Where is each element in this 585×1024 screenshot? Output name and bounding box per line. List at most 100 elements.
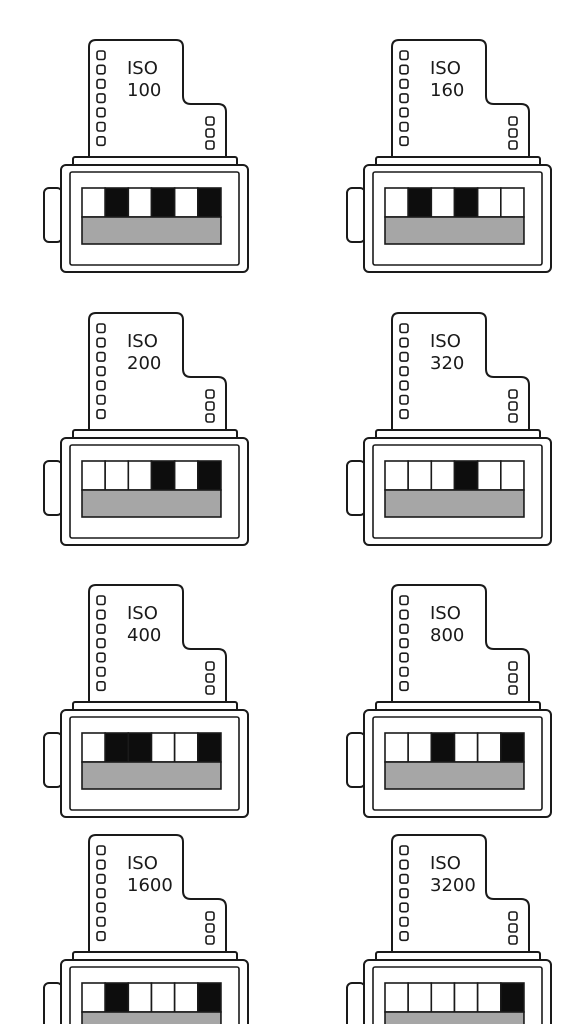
sprocket-hole <box>399 623 409 634</box>
sprocket-hole <box>96 337 106 348</box>
dx-contact-cell <box>430 460 456 491</box>
dx-contact-cell <box>453 460 479 491</box>
sprocket-hole <box>399 323 409 334</box>
dx-contact-cell <box>127 982 153 1013</box>
dx-contact-cell <box>384 732 409 763</box>
sprocket-hole <box>508 128 518 138</box>
sprocket-hole <box>399 638 409 649</box>
sprocket-hole <box>205 389 215 399</box>
canister-inner <box>372 444 543 539</box>
dx-ground-strip <box>81 761 222 790</box>
iso-label: ISO <box>430 331 461 352</box>
spool-knob <box>43 187 63 243</box>
dx-contact-cell <box>173 982 199 1013</box>
sprocket-hole <box>205 673 215 683</box>
dx-ground-strip <box>81 216 222 245</box>
sprocket-hole <box>205 935 215 945</box>
dx-contact-cell <box>197 982 222 1013</box>
dx-contact-cell <box>81 732 106 763</box>
dx-contact-cell <box>104 732 130 763</box>
sprocket-hole <box>96 78 106 89</box>
canister-inner <box>69 716 240 811</box>
sprocket-hole <box>205 116 215 126</box>
sprocket-hole <box>96 873 106 884</box>
film-leader <box>88 39 227 161</box>
canister-inner <box>69 444 240 539</box>
sprocket-hole <box>399 64 409 75</box>
dx-contact-cell <box>127 732 153 763</box>
dx-contact-cell <box>173 460 199 491</box>
dx-ground-strip <box>81 1011 222 1024</box>
spool-knob <box>43 460 63 516</box>
sprocket-hole <box>508 401 518 411</box>
iso-value: 400 <box>127 625 161 646</box>
sprocket-hole <box>399 107 409 118</box>
sprocket-hole <box>96 121 106 132</box>
dx-contact-cell <box>197 460 222 491</box>
iso-label: ISO <box>430 853 461 874</box>
sprocket-hole <box>399 136 409 147</box>
sprocket-hole <box>96 64 106 75</box>
film-leader <box>391 584 530 706</box>
sprocket-hole <box>96 859 106 870</box>
dx-contact-cell <box>173 732 199 763</box>
film-leader <box>88 584 227 706</box>
sprocket-hole <box>508 389 518 399</box>
sprocket-hole <box>399 652 409 663</box>
film-leader <box>88 834 227 956</box>
sprocket-hole <box>96 380 106 391</box>
iso-label: ISO <box>127 853 158 874</box>
dx-contact-cell <box>407 982 433 1013</box>
dx-contact-cell <box>407 732 433 763</box>
sprocket-hole <box>399 902 409 913</box>
sprocket-hole <box>96 638 106 649</box>
spool-knob <box>346 460 366 516</box>
dx-contact-cell <box>104 460 130 491</box>
canister-inner <box>372 966 543 1024</box>
dx-contact-cell <box>81 460 106 491</box>
canister-inner <box>372 716 543 811</box>
sprocket-hole <box>96 107 106 118</box>
iso-label: ISO <box>127 331 158 352</box>
spool-knob <box>346 187 366 243</box>
sprocket-hole <box>399 394 409 405</box>
sprocket-hole <box>399 595 409 606</box>
iso-value: 800 <box>430 625 464 646</box>
sprocket-hole <box>399 873 409 884</box>
dx-contact-cell <box>476 460 502 491</box>
sprocket-hole <box>205 140 215 150</box>
dx-contact-cell <box>384 187 409 218</box>
dx-contact-cell <box>127 187 153 218</box>
dx-contact-cell <box>476 732 502 763</box>
film-leader <box>88 312 227 434</box>
dx-contact-cell <box>476 982 502 1013</box>
sprocket-hole <box>205 911 215 921</box>
sprocket-hole <box>96 652 106 663</box>
sprocket-hole <box>508 911 518 921</box>
sprocket-hole <box>205 685 215 695</box>
sprocket-hole <box>96 916 106 927</box>
dx-contact-cell <box>476 187 502 218</box>
iso-value: 200 <box>127 353 161 374</box>
dx-contact-cell <box>430 187 456 218</box>
dx-contact-cell <box>407 460 433 491</box>
sprocket-hole <box>399 78 409 89</box>
canister-inner <box>69 966 240 1024</box>
sprocket-hole <box>508 923 518 933</box>
sprocket-hole <box>205 661 215 671</box>
sprocket-hole <box>508 661 518 671</box>
sprocket-hole <box>96 394 106 405</box>
dx-contact-cell <box>150 732 176 763</box>
dx-contact-cell <box>127 460 153 491</box>
dx-contact-cell <box>104 187 130 218</box>
sprocket-hole <box>96 351 106 362</box>
iso-value: 320 <box>430 353 464 374</box>
sprocket-hole <box>399 337 409 348</box>
sprocket-hole <box>399 859 409 870</box>
sprocket-hole <box>399 50 409 61</box>
dx-contact-cell <box>384 460 409 491</box>
film-leader <box>391 834 530 956</box>
iso-label: ISO <box>430 58 461 79</box>
